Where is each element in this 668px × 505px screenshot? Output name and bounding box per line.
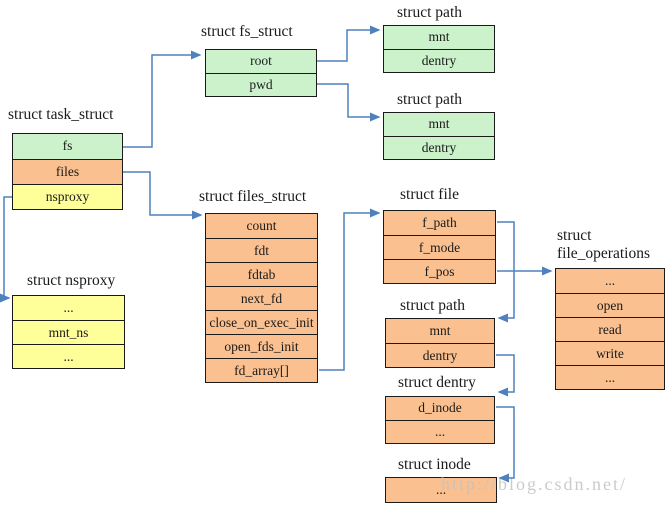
field-dentry: dentry (384, 49, 494, 72)
field-nsproxy: nsproxy (13, 184, 122, 209)
watermark-text: http://blog.csdn.net/ (441, 474, 627, 494)
field-count: count (206, 214, 317, 238)
box-inode: ... (385, 477, 497, 503)
field-mnt: mnt (384, 26, 494, 49)
field-mnt: mnt (384, 113, 494, 136)
field-ellipsis: ... (386, 478, 496, 502)
field-f-mode: f_mode (384, 235, 495, 259)
title-fs-struct: struct fs_struct (201, 23, 293, 40)
field-open: open (556, 293, 664, 317)
title-file-operations: struct file_operations (557, 227, 650, 262)
title-file: struct file (400, 186, 459, 203)
box-nsproxy: ... mnt_ns ... (12, 295, 125, 369)
field-f-pos: f_pos (384, 259, 495, 283)
field-ellipsis: ... (13, 296, 124, 320)
box-path-root: mnt dentry (383, 25, 495, 73)
field-dentry: dentry (386, 343, 494, 367)
title-path-root: struct path (397, 4, 462, 21)
field-ellipsis: ... (556, 269, 664, 293)
arrow-nsproxy-to-nsproxy-struct (0, 196, 12, 303)
field-fdtab: fdtab (206, 262, 317, 286)
field-d-inode: d_inode (386, 397, 494, 420)
field-ellipsis: ... (386, 420, 494, 443)
field-root: root (206, 50, 316, 73)
box-dentry: d_inode ... (385, 396, 495, 444)
box-path-file: mnt dentry (385, 318, 495, 368)
field-fs: fs (13, 134, 122, 159)
field-fdt: fdt (206, 238, 317, 262)
arrow-f-path-to-path (497, 221, 515, 323)
field-fd-array: fd_array[] (206, 358, 317, 382)
box-file-operations: ... open read write ... (555, 268, 665, 390)
arrow-root-to-path (317, 25, 381, 62)
arrow-fd-array-to-file (319, 208, 381, 371)
title-path-file: struct path (400, 297, 465, 314)
field-pwd: pwd (206, 73, 316, 96)
title-path-pwd: struct path (397, 91, 462, 108)
title-inode: struct inode (398, 456, 471, 473)
title-dentry: struct dentry (398, 374, 476, 391)
title-nsproxy: struct nsproxy (27, 272, 116, 289)
arrow-files-to-files-struct (123, 171, 203, 220)
field-ellipsis: ... (556, 365, 664, 389)
title-task-struct: struct task_struct (8, 106, 114, 123)
arrow-pwd-to-path (317, 83, 381, 122)
field-write: write (556, 341, 664, 365)
box-files-struct: count fdt fdtab next_fd close_on_exec_in… (205, 213, 318, 383)
arrow-fs-to-fs-struct (123, 50, 202, 148)
title-files-struct: struct files_struct (199, 188, 307, 205)
box-fs-struct: root pwd (205, 49, 317, 97)
field-read: read (556, 317, 664, 341)
field-mnt: mnt (386, 319, 494, 343)
box-path-pwd: mnt dentry (383, 112, 495, 160)
arrow-d-inode-to-inode (496, 406, 515, 483)
arrow-dentry-to-dentry-struct (496, 354, 515, 397)
field-mnt-ns: mnt_ns (13, 320, 124, 344)
field-files: files (13, 159, 122, 184)
box-task-struct: fs files nsproxy (12, 133, 123, 210)
field-ellipsis: ... (13, 344, 124, 368)
box-file: f_path f_mode f_pos (383, 210, 496, 284)
field-dentry: dentry (384, 136, 494, 159)
field-open-fds-init: open_fds_init (206, 334, 317, 358)
field-close-on-exec-init: close_on_exec_init (206, 310, 317, 334)
field-next-fd: next_fd (206, 286, 317, 310)
field-f-path: f_path (384, 211, 495, 235)
